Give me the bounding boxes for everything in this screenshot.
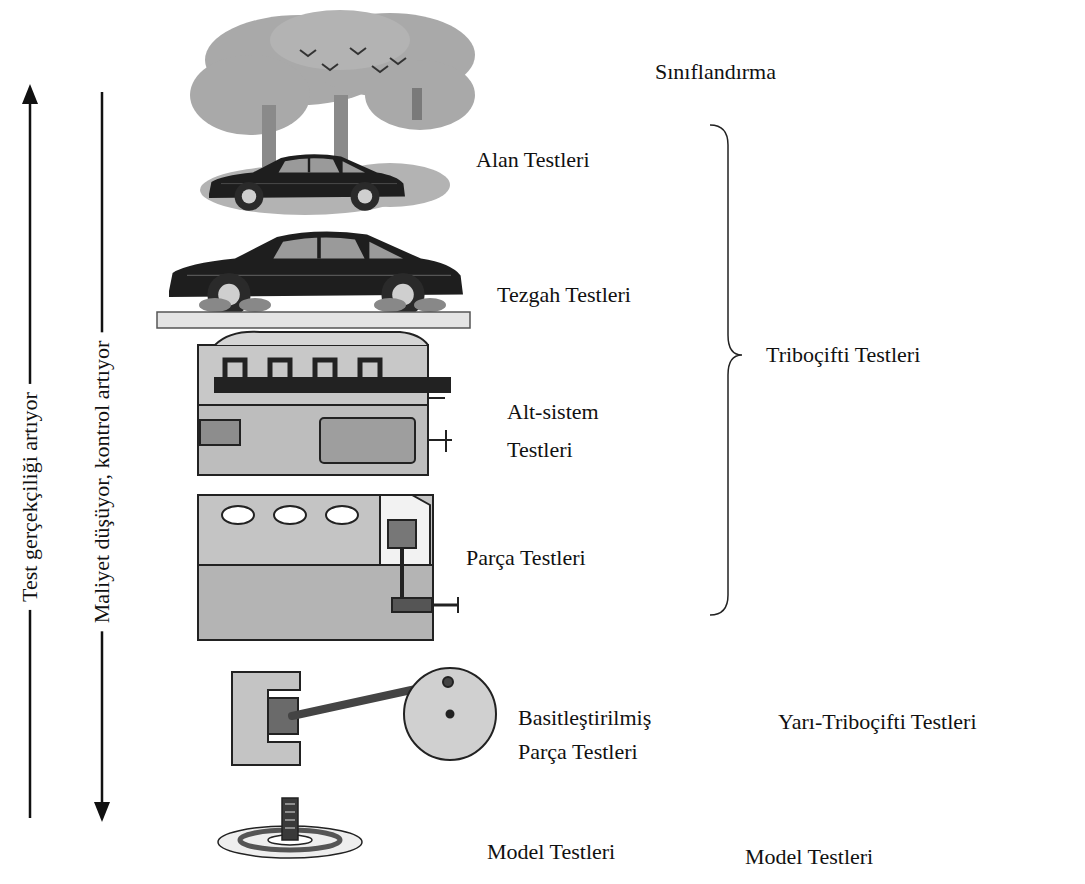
test-level-label: Alt-sistem Testleri bbox=[507, 393, 627, 469]
pin-on-disk bbox=[218, 798, 362, 858]
group-label: Model Testleri bbox=[745, 843, 873, 871]
group-label: Yarı-Triboçifti Testleri bbox=[778, 708, 977, 736]
column-heading: Sınıflandırma bbox=[655, 58, 776, 86]
engine-block bbox=[198, 495, 458, 640]
test-level-label: Parça Testleri bbox=[466, 544, 586, 572]
axis-label: Test gerçekçiliği artıyor bbox=[14, 384, 46, 610]
field-scene bbox=[190, 10, 475, 215]
bench-test bbox=[157, 232, 470, 328]
test-level-label: Basitleştirilmiş Parça Testleri bbox=[518, 701, 693, 769]
test-level-label: Alan Testleri bbox=[476, 146, 590, 174]
grouping-brace bbox=[710, 125, 742, 615]
test-level-label: Tezgah Testleri bbox=[497, 281, 631, 309]
slider-crank bbox=[232, 668, 496, 765]
axis-label: Maliyet düşüyor, kontrol artıyor bbox=[86, 333, 118, 632]
group-label: Triboçifti Testleri bbox=[766, 341, 920, 369]
test-level-label: Model Testleri bbox=[487, 838, 615, 866]
engine-subsystem bbox=[198, 332, 452, 475]
